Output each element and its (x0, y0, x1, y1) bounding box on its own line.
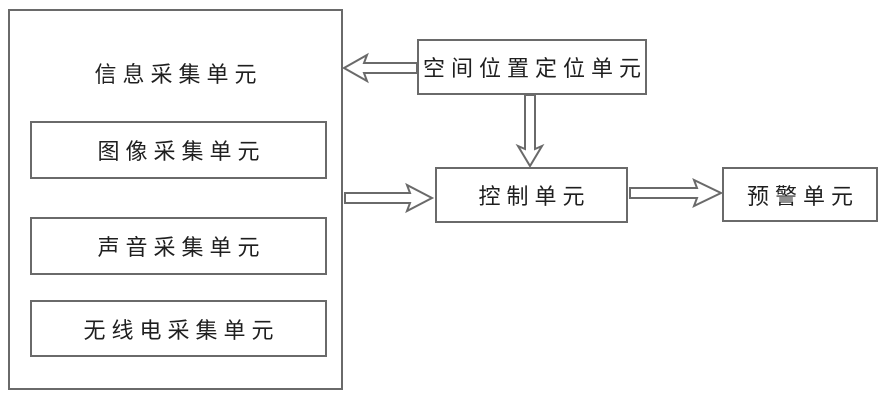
block-label-spatial-positioning: 空间位置定位单元 (423, 56, 648, 81)
block-warning-unit: 预警单元 (722, 167, 878, 222)
arrow-info-collection-to-control (344, 182, 435, 214)
block-control-unit: 控制单元 (435, 167, 628, 223)
block-radio-collection-unit: 无线电采集单元 (30, 300, 327, 357)
block-label-control: 控制单元 (478, 184, 591, 209)
block-sound-collection-unit: 声音采集单元 (30, 217, 327, 275)
block-label-info-collection: 信息采集单元 (94, 62, 263, 87)
block-image-collection-unit: 图像采集单元 (30, 121, 327, 179)
arrow-control-to-warning (629, 178, 724, 208)
arrow-spatial-to-info-collection (341, 52, 418, 84)
block-label-sound-collection: 声音采集单元 (97, 235, 266, 260)
block-info-collection-unit: 信息采集单元 图像采集单元 声音采集单元 无线电采集单元 (8, 9, 343, 390)
block-label-image-collection: 图像采集单元 (97, 139, 266, 164)
block-label-warning: 预警单元 (746, 183, 859, 209)
block-spatial-positioning-unit: 空间位置定位单元 (417, 39, 647, 95)
arrow-spatial-to-control (515, 94, 545, 168)
block-label-radio-collection: 无线电采集单元 (83, 317, 280, 343)
